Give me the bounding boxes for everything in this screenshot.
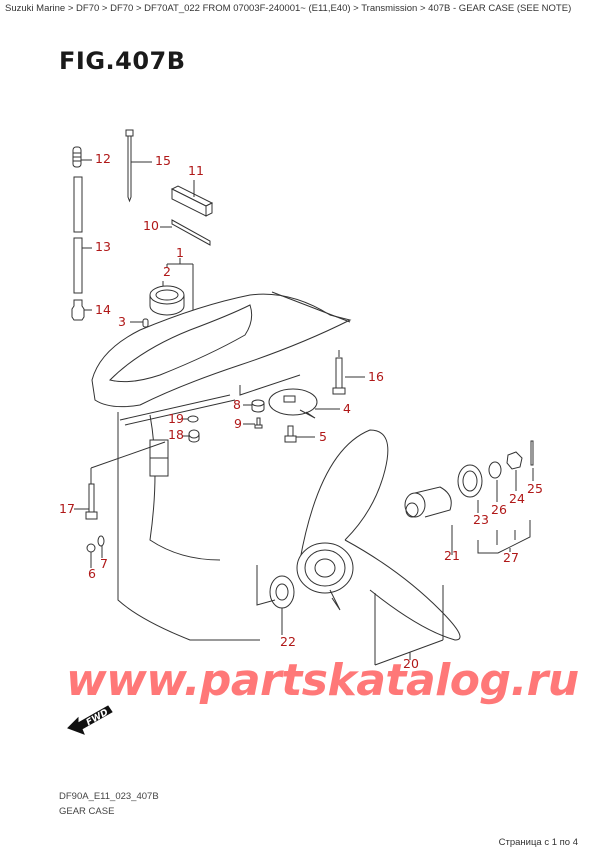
callout-16[interactable]: 16 [368, 369, 384, 384]
part-26-washer[interactable] [488, 461, 502, 502]
figure-caption: GEAR CASE [59, 806, 115, 817]
part-5-bolt[interactable] [284, 425, 315, 443]
part-7-gasket[interactable] [97, 535, 105, 558]
page-indicator: Страница с 1 по 4 [498, 837, 578, 848]
breadcrumb-separator: > [65, 3, 77, 14]
gear-case-body[interactable] [91, 291, 352, 641]
part-11-block[interactable] [170, 180, 214, 217]
part-13-tube[interactable] [73, 176, 92, 294]
fwd-arrow-icon: FWD [64, 698, 116, 743]
part-17-bolt[interactable] [74, 441, 166, 520]
callout-17[interactable]: 17 [59, 501, 75, 516]
callout-12[interactable]: 12 [95, 151, 111, 166]
callout-18[interactable]: 18 [168, 427, 184, 442]
part-8-spacer[interactable] [243, 399, 265, 413]
callout-2[interactable]: 2 [163, 264, 171, 279]
callout-14[interactable]: 14 [95, 302, 111, 317]
figure-code: DF90A_E11_023_407B [59, 791, 159, 802]
part-16-bolt[interactable] [332, 350, 365, 395]
part-24-nut[interactable] [506, 451, 523, 491]
breadcrumb-item-current: 407B - GEAR CASE (SEE NOTE) [428, 3, 572, 14]
breadcrumb-separator: > [350, 3, 362, 14]
callout-7[interactable]: 7 [100, 556, 108, 571]
callout-25[interactable]: 25 [527, 481, 543, 496]
part-14-fitting[interactable] [71, 299, 92, 321]
callout-24[interactable]: 24 [509, 491, 525, 506]
callout-27[interactable]: 27 [503, 550, 519, 565]
callout-4[interactable]: 4 [343, 401, 351, 416]
callout-15[interactable]: 15 [155, 153, 171, 168]
figure-title: FIG.407B [59, 47, 186, 75]
callout-8[interactable]: 8 [233, 397, 241, 412]
part-12-fitting[interactable] [72, 146, 92, 168]
part-22-thrust-washer[interactable] [256, 565, 295, 635]
breadcrumb-separator: > [417, 3, 429, 14]
callout-26[interactable]: 26 [491, 502, 507, 517]
breadcrumb-item-suzuki-marine[interactable]: Suzuki Marine [5, 3, 66, 14]
part-10-strip[interactable] [160, 219, 211, 246]
breadcrumb-item-transmission[interactable]: Transmission [361, 3, 418, 14]
callout-1[interactable]: 1 [176, 245, 184, 260]
callout-22[interactable]: 22 [280, 634, 296, 649]
breadcrumb: Suzuki Marine > DF70 > DF70 > DF70AT_022… [5, 3, 571, 14]
callout-20[interactable]: 20 [403, 656, 419, 671]
part-15-tie[interactable] [125, 129, 152, 203]
part-25-cotter-pin[interactable] [530, 440, 534, 481]
breadcrumb-separator: > [133, 3, 145, 14]
callout-3[interactable]: 3 [118, 314, 126, 329]
part-23-washer[interactable] [457, 464, 483, 513]
breadcrumb-item-variant[interactable]: DF70AT_022 FROM 07003F-240001~ (E11,E40) [144, 3, 351, 14]
breadcrumb-separator: > [99, 3, 111, 14]
part-2-bearing[interactable] [149, 281, 185, 316]
part-18-nut[interactable] [183, 429, 200, 443]
callout-layer: 1234567891011121314151617181920212223242… [59, 151, 543, 671]
callout-9[interactable]: 9 [234, 416, 242, 431]
callout-21[interactable]: 21 [444, 548, 460, 563]
part-20-propeller[interactable] [296, 429, 461, 666]
part-19-washer[interactable] [183, 415, 199, 423]
callout-23[interactable]: 23 [473, 512, 489, 527]
callout-11[interactable]: 11 [188, 163, 204, 178]
callout-5[interactable]: 5 [319, 429, 327, 444]
callout-6[interactable]: 6 [88, 566, 96, 581]
part-3-pin[interactable] [130, 318, 149, 328]
breadcrumb-item-df70-model[interactable]: DF70 [110, 3, 134, 14]
watermark: www.partskatalog.ru [66, 655, 579, 706]
callout-13[interactable]: 13 [95, 239, 111, 254]
fwd-label: FWD [85, 707, 111, 728]
callout-19[interactable]: 19 [168, 411, 184, 426]
part-6-plug[interactable] [86, 543, 96, 568]
breadcrumb-item-df70[interactable]: DF70 [76, 3, 100, 14]
callout-10[interactable]: 10 [143, 218, 159, 233]
part-21-spacer[interactable] [404, 486, 453, 555]
part-4-anode[interactable] [268, 388, 340, 419]
part-9-bolt[interactable] [243, 417, 263, 429]
